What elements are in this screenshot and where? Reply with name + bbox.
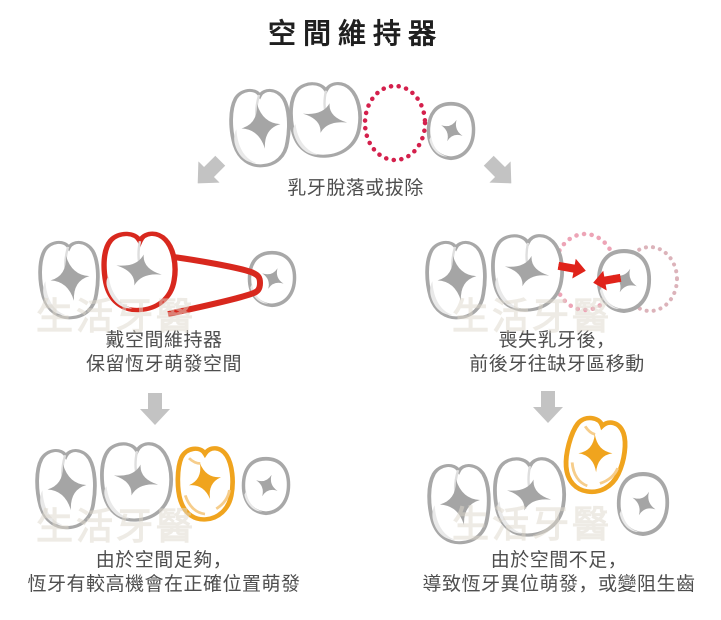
ectopic-tooth-icon bbox=[559, 414, 631, 498]
ectopic-eruption-illustration bbox=[427, 413, 705, 545]
molar-icon bbox=[100, 441, 174, 522]
premolar-icon bbox=[619, 474, 668, 534]
molar-icon bbox=[493, 456, 567, 537]
molar-icon bbox=[289, 81, 363, 159]
ectopic-eruption-line2: 導致恆牙異位萌發，或變阻生齒 bbox=[422, 574, 696, 595]
molar-icon bbox=[229, 88, 291, 168]
space-maintainer-illustration bbox=[38, 226, 297, 320]
molar-icon bbox=[38, 240, 100, 320]
molar-icon bbox=[491, 233, 565, 313]
down-right-arrow-icon bbox=[478, 150, 522, 194]
down-arrow-icon bbox=[140, 393, 170, 425]
correct-eruption-illustration bbox=[35, 441, 291, 530]
premolar-icon bbox=[426, 101, 476, 161]
maintainer-band-molar-icon bbox=[104, 234, 175, 310]
drift-caption: 喪失乳牙後， 前後牙往缺牙區移動 bbox=[407, 329, 707, 377]
down-left-arrow-icon bbox=[187, 150, 231, 194]
maintainer-caption-line1: 戴空間維持器 bbox=[105, 330, 223, 351]
start-caption-text: 乳牙脫落或拔除 bbox=[287, 178, 424, 199]
missing-tooth-dotted-oval-icon bbox=[362, 83, 428, 163]
drift-caption-line1: 喪失乳牙後， bbox=[498, 330, 616, 351]
erupted-tooth-icon bbox=[178, 448, 233, 519]
maintainer-loop-icon bbox=[165, 253, 263, 317]
teeth-drift-illustration bbox=[425, 231, 679, 320]
drift-caption-line2: 前後牙往缺牙區移動 bbox=[469, 354, 645, 375]
molar-icon bbox=[35, 448, 97, 530]
maintainer-caption-line2: 保留恆牙萌發空間 bbox=[85, 354, 242, 375]
molar-icon bbox=[425, 240, 487, 320]
maintainer-caption: 戴空間維持器 保留恆牙萌發空間 bbox=[14, 329, 314, 377]
teeth-start-illustration bbox=[229, 81, 476, 168]
page-title: 空間維持器 bbox=[267, 18, 443, 49]
start-caption: 乳牙脫落或拔除 bbox=[0, 177, 711, 201]
correct-eruption-caption: 由於空間足夠， 恆牙有較高機會在正確位置萌發 bbox=[14, 549, 314, 597]
premolar-icon bbox=[241, 456, 291, 516]
premolar-icon bbox=[247, 250, 297, 308]
ectopic-eruption-line1: 由於空間不足， bbox=[490, 550, 628, 571]
correct-eruption-line2: 恆牙有較高機會在正確位置萌發 bbox=[27, 574, 301, 595]
molar-icon bbox=[427, 463, 491, 545]
ectopic-eruption-caption: 由於空間不足， 導致恆牙異位萌發，或變阻生齒 bbox=[399, 549, 719, 597]
correct-eruption-line1: 由於空間足夠， bbox=[95, 550, 233, 571]
